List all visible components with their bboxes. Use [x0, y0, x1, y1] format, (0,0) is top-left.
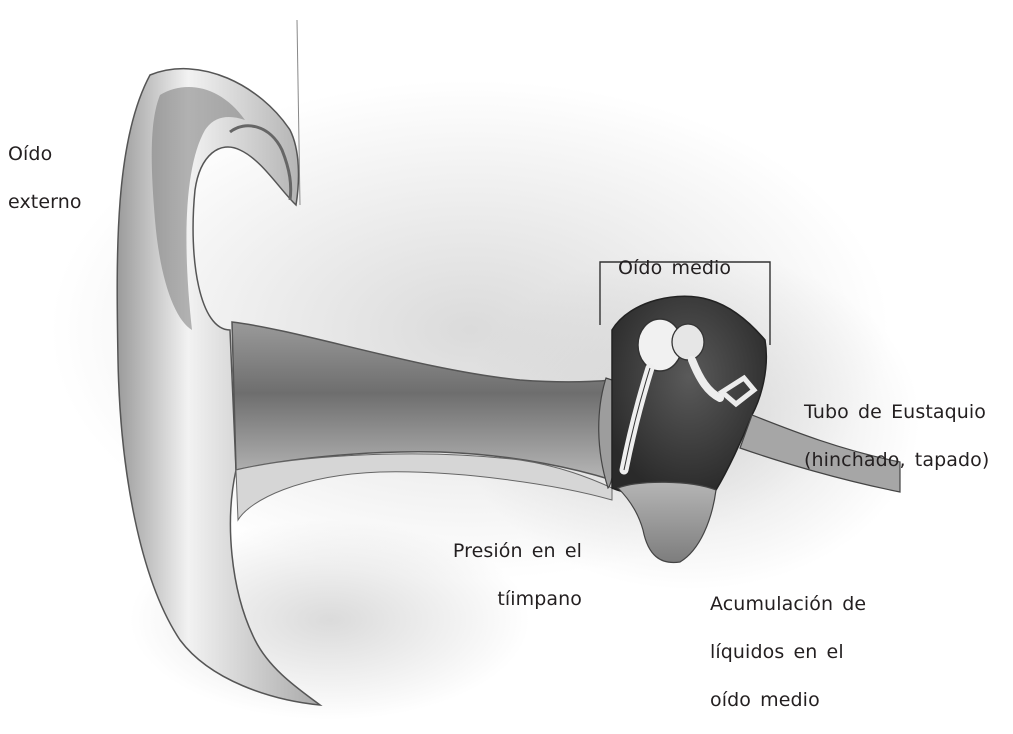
eardrum-pressure-label: Presión en el tíimpano — [420, 515, 582, 635]
incus — [672, 324, 704, 360]
middle-ear-label-line: Oído medio — [618, 256, 731, 280]
fluid-buildup-label-line: Acumulación de — [710, 592, 866, 616]
eustachian-tube-label-line: Tubo de Eustaquio — [804, 400, 989, 424]
fluid-buildup-label-line: oído medio — [710, 688, 866, 712]
eardrum-pressure-label-line: tíimpano — [420, 587, 582, 611]
outer-ear-label-line: Oído — [8, 142, 82, 166]
outer-ear-label: Oído externo — [8, 118, 82, 238]
fluid-buildup-label-line: líquidos en el — [710, 640, 866, 664]
eustachian-tube-label-line: (hinchado, tapado) — [804, 448, 989, 472]
eustachian-tube-label: Tubo de Eustaquio (hinchado, tapado) — [804, 376, 989, 496]
outer-ear-label-line: externo — [8, 190, 82, 214]
eardrum-pressure-label-line: Presión en el — [420, 539, 582, 563]
middle-ear-label: Oído medio — [618, 232, 731, 304]
fluid-buildup-label: Acumulación de líquidos en el oído medio — [710, 568, 866, 734]
